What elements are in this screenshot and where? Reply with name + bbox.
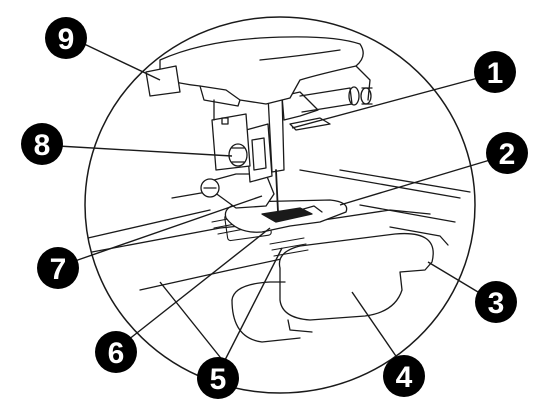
callout-4-badge xyxy=(383,355,425,397)
callout-1-number: 1 xyxy=(487,57,504,90)
callout-6-badge xyxy=(95,331,137,373)
magnifier-circle xyxy=(84,16,476,394)
machine-head-shape xyxy=(159,36,364,105)
leader-line-9 xyxy=(79,41,161,81)
callout-8: 8 xyxy=(21,123,63,165)
callout-4-number: 4 xyxy=(396,361,413,394)
callout-2-badge xyxy=(486,132,528,174)
leader-line-3 xyxy=(427,261,479,293)
leader-line-2 xyxy=(339,159,491,206)
leader-line-5b xyxy=(159,281,225,363)
leader-line-4 xyxy=(351,291,401,363)
callout-1: 1 xyxy=(474,51,516,93)
callout-7: 7 xyxy=(37,247,79,289)
callout-3: 3 xyxy=(475,281,517,323)
callout-5-badge xyxy=(197,357,239,399)
callout-8-badge xyxy=(21,123,63,165)
leader-lines xyxy=(57,41,491,363)
callout-9-number: 9 xyxy=(58,23,75,56)
leader-line-7 xyxy=(71,195,263,263)
needle-plate-lines xyxy=(87,169,471,291)
callout-3-number: 3 xyxy=(488,287,505,320)
leader-line-8 xyxy=(57,145,233,157)
presser-bar-shape xyxy=(245,123,273,183)
needle-clamp-shape xyxy=(281,91,319,121)
callout-5-number: 5 xyxy=(210,363,227,396)
callout-9: 9 xyxy=(45,17,87,59)
leader-line-5a xyxy=(223,247,283,363)
callout-7-number: 7 xyxy=(50,253,67,286)
callout-2-number: 2 xyxy=(499,138,516,171)
needle-shape xyxy=(275,169,279,213)
leader-line-1 xyxy=(291,77,479,129)
callout-6-number: 6 xyxy=(108,337,125,370)
callout-4: 4 xyxy=(383,355,425,397)
leader-line-6 xyxy=(127,227,271,341)
callout-9-badge xyxy=(45,17,87,59)
callout-2: 2 xyxy=(486,132,528,174)
thread-guide-rod xyxy=(299,87,353,113)
callout-6: 6 xyxy=(95,331,137,373)
bobbin-cover-shape xyxy=(278,232,434,321)
callout-3-badge xyxy=(475,281,517,323)
callout-8-number: 8 xyxy=(34,129,51,162)
callout-5: 5 xyxy=(197,357,239,399)
callout-1-badge xyxy=(474,51,516,93)
callout-7-badge xyxy=(37,247,79,289)
bobbin-cover-inner xyxy=(231,281,286,301)
machine-illustration xyxy=(84,16,476,394)
